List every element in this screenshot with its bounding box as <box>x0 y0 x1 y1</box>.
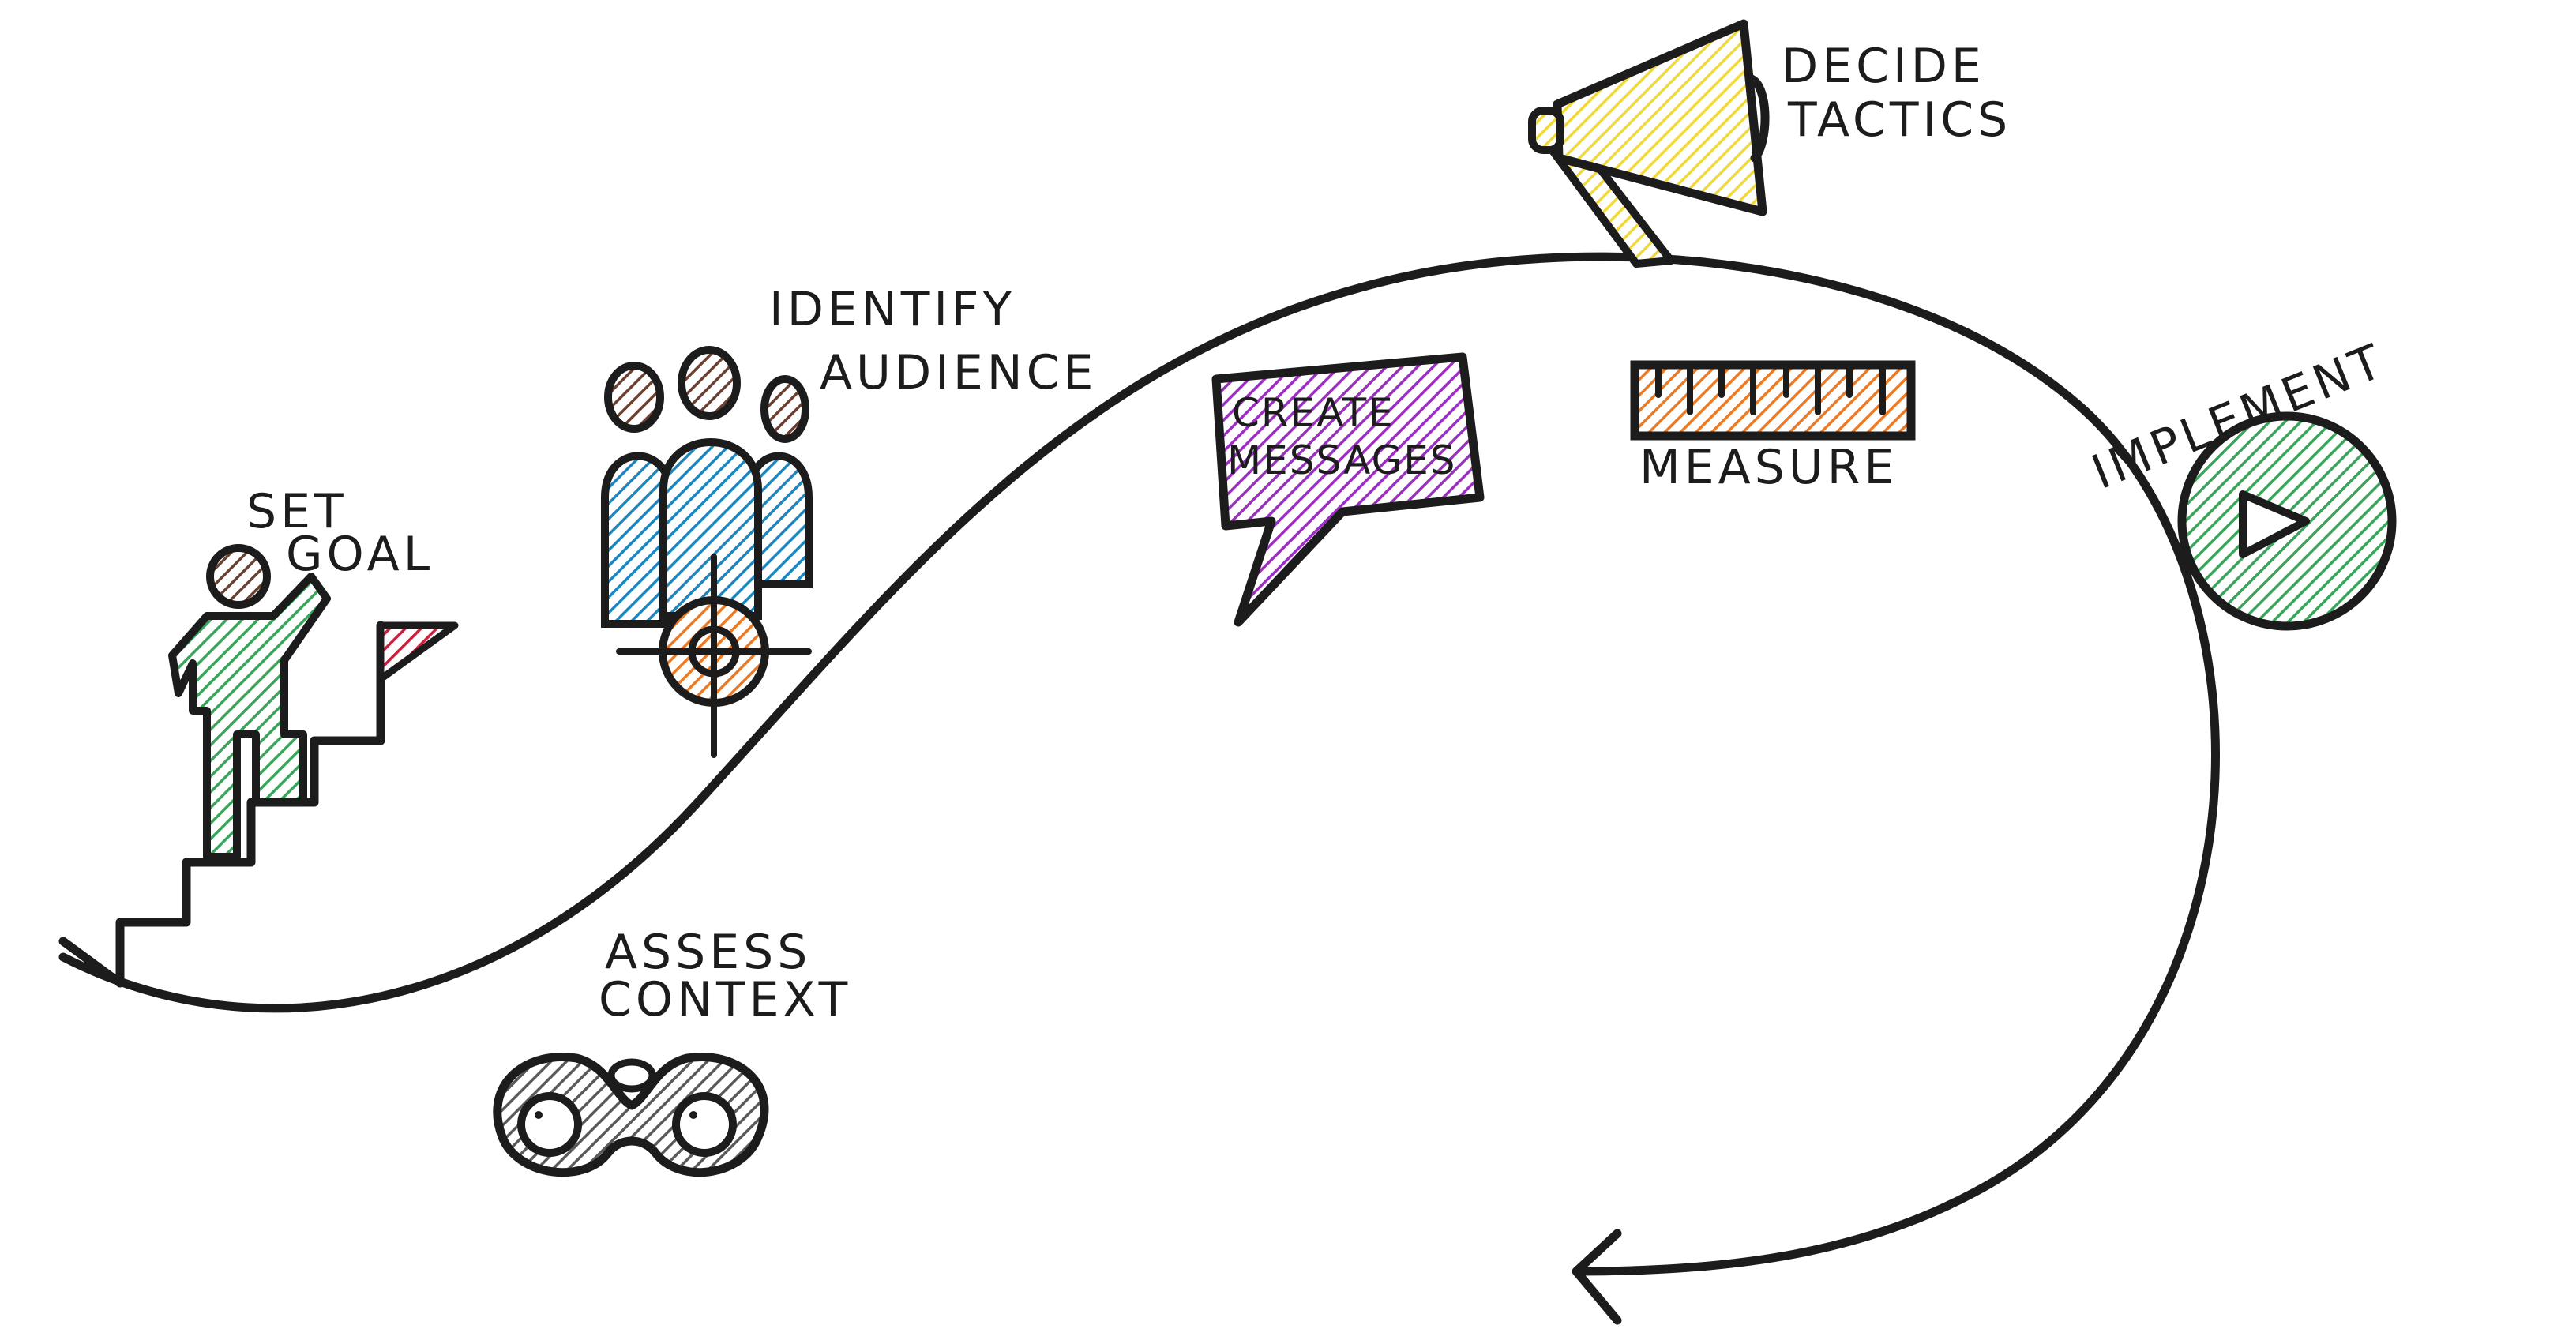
play-button-triangle <box>2239 490 2310 558</box>
binoculars-bridge <box>607 1058 656 1093</box>
audience-head-center <box>678 346 741 420</box>
message-bubble <box>1211 352 1485 627</box>
megaphone-icon <box>1528 19 1770 268</box>
ruler-ticks <box>1655 362 1886 415</box>
binoculars-right-lens <box>672 1092 737 1157</box>
implement-step: IMPLEMENT <box>2084 333 2397 631</box>
binoculars-icon <box>493 1053 769 1177</box>
set-goal-step: SET GOAL <box>58 484 459 988</box>
audience-with-target-icon <box>601 346 813 758</box>
measure-step: MEASURE <box>1630 360 1916 495</box>
person-climbing-stairs-with-flag-icon <box>58 544 459 988</box>
speech-bubble-icon <box>1211 352 1485 627</box>
assess-context-label-line2: CONTEXT <box>599 972 851 1027</box>
process-arrowhead <box>1572 1229 1622 1325</box>
identify-audience-label-line2: AUDIENCE <box>820 345 1097 400</box>
person-body <box>168 573 331 861</box>
decide-tactics-step: DECIDE TACTICS <box>1528 19 2011 268</box>
binoculars-left-lens <box>517 1092 582 1157</box>
measure-label: MEASURE <box>1639 440 1898 495</box>
decide-tactics-label-line2: TACTICS <box>1787 92 2011 148</box>
create-messages-label-line1: CREATE <box>1232 390 1395 436</box>
megaphone-mouthpiece <box>1528 107 1564 154</box>
identify-audience-step: IDENTIFY AUDIENCE <box>601 282 1097 758</box>
process-flow-curve <box>58 252 2220 1276</box>
audience-body-center <box>659 438 762 620</box>
assess-context-step: ASSESS CONTEXT <box>493 925 851 1177</box>
ruler-body <box>1630 360 1916 441</box>
decide-tactics-label-line1: DECIDE <box>1782 39 1985 94</box>
create-messages-label-line2: MESSAGES <box>1227 437 1457 483</box>
ruler-icon <box>1630 360 1916 441</box>
audience-head-right <box>760 375 809 443</box>
audience-head-left <box>604 362 664 433</box>
target-crosshair <box>616 554 812 758</box>
goal-flag <box>377 621 459 683</box>
set-goal-label-line1: SET <box>246 484 347 539</box>
play-button-icon <box>2177 411 2397 631</box>
create-messages-step: CREATE MESSAGES <box>1211 352 1485 627</box>
person-head <box>206 544 271 609</box>
identify-audience-label-line1: IDENTIFY <box>769 282 1016 337</box>
set-goal-label-line2: GOAL <box>286 527 434 582</box>
assess-context-label-line1: ASSESS <box>605 925 811 980</box>
